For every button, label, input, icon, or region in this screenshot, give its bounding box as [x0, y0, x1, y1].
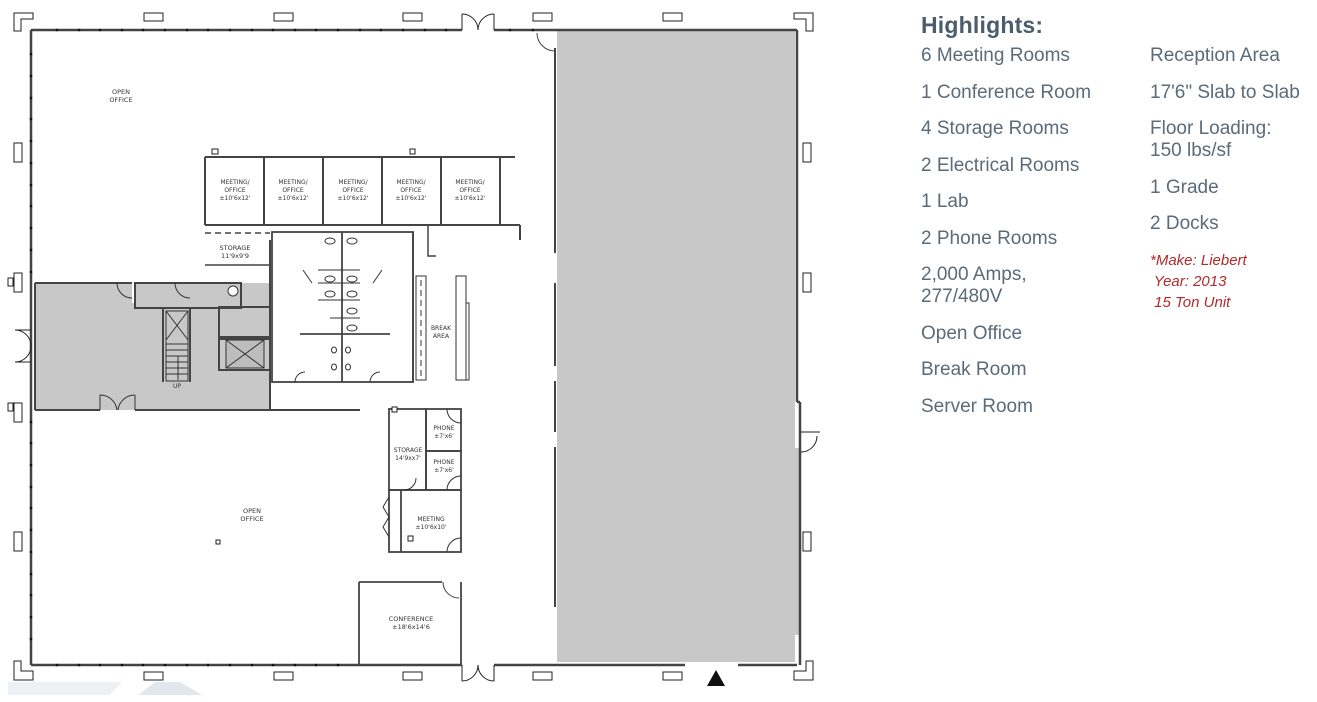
floor-plan: UP OPEN OFFICE MEETING/ OFFICE: [7, 12, 820, 695]
room-label: OPEN: [243, 507, 261, 515]
meeting-office-walls: [204, 156, 521, 240]
room-label: ±10'6x10': [416, 524, 447, 531]
highlight-item: 1 Lab: [921, 191, 969, 212]
room-label: AREA: [433, 333, 450, 340]
restroom-walls: [271, 225, 436, 383]
highlight-item: 2 Phone Rooms: [921, 227, 1058, 249]
highlight-item: Open Office: [921, 322, 1023, 344]
room-label: ±10'6x12': [278, 195, 309, 202]
room-label: CONFERENCE: [389, 615, 434, 623]
room-label: ±10'6x12': [338, 195, 369, 202]
room-label: OPEN: [112, 88, 130, 96]
warehouse-wall: [536, 32, 556, 607]
highlight-item: Break Room: [921, 359, 1027, 380]
room-label: ±10'6x12': [455, 195, 486, 202]
note-line: 15 Ton Unit: [1150, 293, 1231, 311]
room-label: 14'9xx7': [395, 455, 421, 462]
warehouse-shaded-edge: [795, 448, 801, 635]
outlet-icon: [391, 406, 398, 413]
highlight-item: Floor Loading: 150 lbs/sf: [1150, 118, 1272, 161]
room-label: MEETING/: [455, 179, 485, 186]
window-markers: [7, 12, 812, 681]
lobby-walls: [34, 240, 360, 411]
room-label: PHONE: [433, 459, 454, 466]
exterior-doors: [14, 13, 820, 682]
restroom-stalls: [294, 269, 383, 383]
room-label: STORAGE: [220, 244, 251, 252]
highlights-panel: Highlights: 6 Meeting Rooms 1 Conference…: [921, 12, 1317, 432]
highlight-item: Server Room: [921, 395, 1033, 417]
room-label: OFFICE: [282, 187, 304, 194]
room-label: PHONE: [433, 425, 454, 432]
equipment-icon: [227, 285, 239, 297]
room-label: MEETING: [417, 516, 445, 523]
room-labels: OPEN OFFICE MEETING/ OFFICE ±10'6x12' ME…: [109, 88, 485, 631]
corner-markers: [13, 12, 814, 681]
highlight-item: 1 Grade: [1150, 176, 1219, 198]
highlight-item: 4 Storage Rooms: [921, 118, 1069, 139]
interior-doors: [382, 408, 462, 553]
room-label: ±7'x6': [434, 433, 454, 440]
warehouse-shaded-area: [557, 30, 795, 662]
room-label: ±10'6x12': [220, 195, 251, 202]
hvac-note: *Make: Liebert Year: 2013 15 Ton Unit: [1150, 250, 1317, 313]
highlight-item: 17'6" Slab to Slab: [1150, 81, 1300, 103]
room-label: MEETING/: [338, 179, 368, 186]
highlight-item: 2,000 Amps, 277/480V: [921, 264, 1027, 307]
north-arrow-icon: [707, 670, 725, 686]
room-label: BREAK: [431, 325, 452, 332]
room-label: ±10'6x12': [396, 195, 427, 202]
highlights-title: Highlights:: [921, 12, 1044, 38]
highlight-item: 1 Conference Room: [921, 81, 1092, 103]
note-line: Year: 2013: [1150, 272, 1227, 290]
highlight-item: 2 Electrical Rooms: [921, 154, 1080, 176]
highlight-item: Reception Area: [1150, 45, 1280, 66]
room-label: OFFICE: [224, 187, 246, 194]
highlights-left-column: 6 Meeting Rooms 1 Conference Room 4 Stor…: [921, 45, 1150, 432]
decorative-band: [8, 682, 122, 695]
outlet-icon: [407, 535, 414, 542]
break-area-counters: [415, 275, 470, 381]
highlight-item: 6 Meeting Rooms: [921, 45, 1070, 66]
lobby-doors: [99, 282, 191, 411]
room-label: MEETING/: [220, 179, 250, 186]
conference-walls: [358, 581, 462, 665]
room-label: MEETING/: [278, 179, 308, 186]
column-markers: [29, 28, 535, 667]
room-label: OFFICE: [240, 515, 263, 523]
outlet-icon: [211, 148, 219, 155]
room-label: ±18'6x14'6: [392, 623, 430, 631]
room-label: STORAGE: [394, 447, 423, 454]
outlet-icon: [215, 539, 221, 545]
room-label: OFFICE: [459, 187, 481, 194]
elevator-icon: [225, 339, 265, 369]
stair-up-label: UP: [173, 383, 181, 390]
room-label: 11'9x9'9: [221, 252, 249, 260]
room-label: OFFICE: [109, 96, 132, 104]
stair-icon: [165, 310, 189, 382]
room-label: ±7'x6': [434, 467, 454, 474]
highlight-item: 2 Docks: [1150, 213, 1219, 234]
toilet-fixtures: [324, 237, 358, 371]
room-label: OFFICE: [400, 187, 422, 194]
outlet-icon: [409, 148, 416, 155]
storage-walls: [205, 232, 270, 266]
note-line: *Make: Liebert: [1150, 251, 1247, 269]
highlights-right-column: Reception Area 17'6" Slab to Slab Floor …: [1150, 45, 1317, 432]
lobby-shaded-area: [35, 283, 270, 410]
room-label: OFFICE: [342, 187, 364, 194]
phone-meeting-walls: [388, 408, 462, 553]
room-label: MEETING/: [396, 179, 426, 186]
decorative-band: [138, 682, 202, 695]
